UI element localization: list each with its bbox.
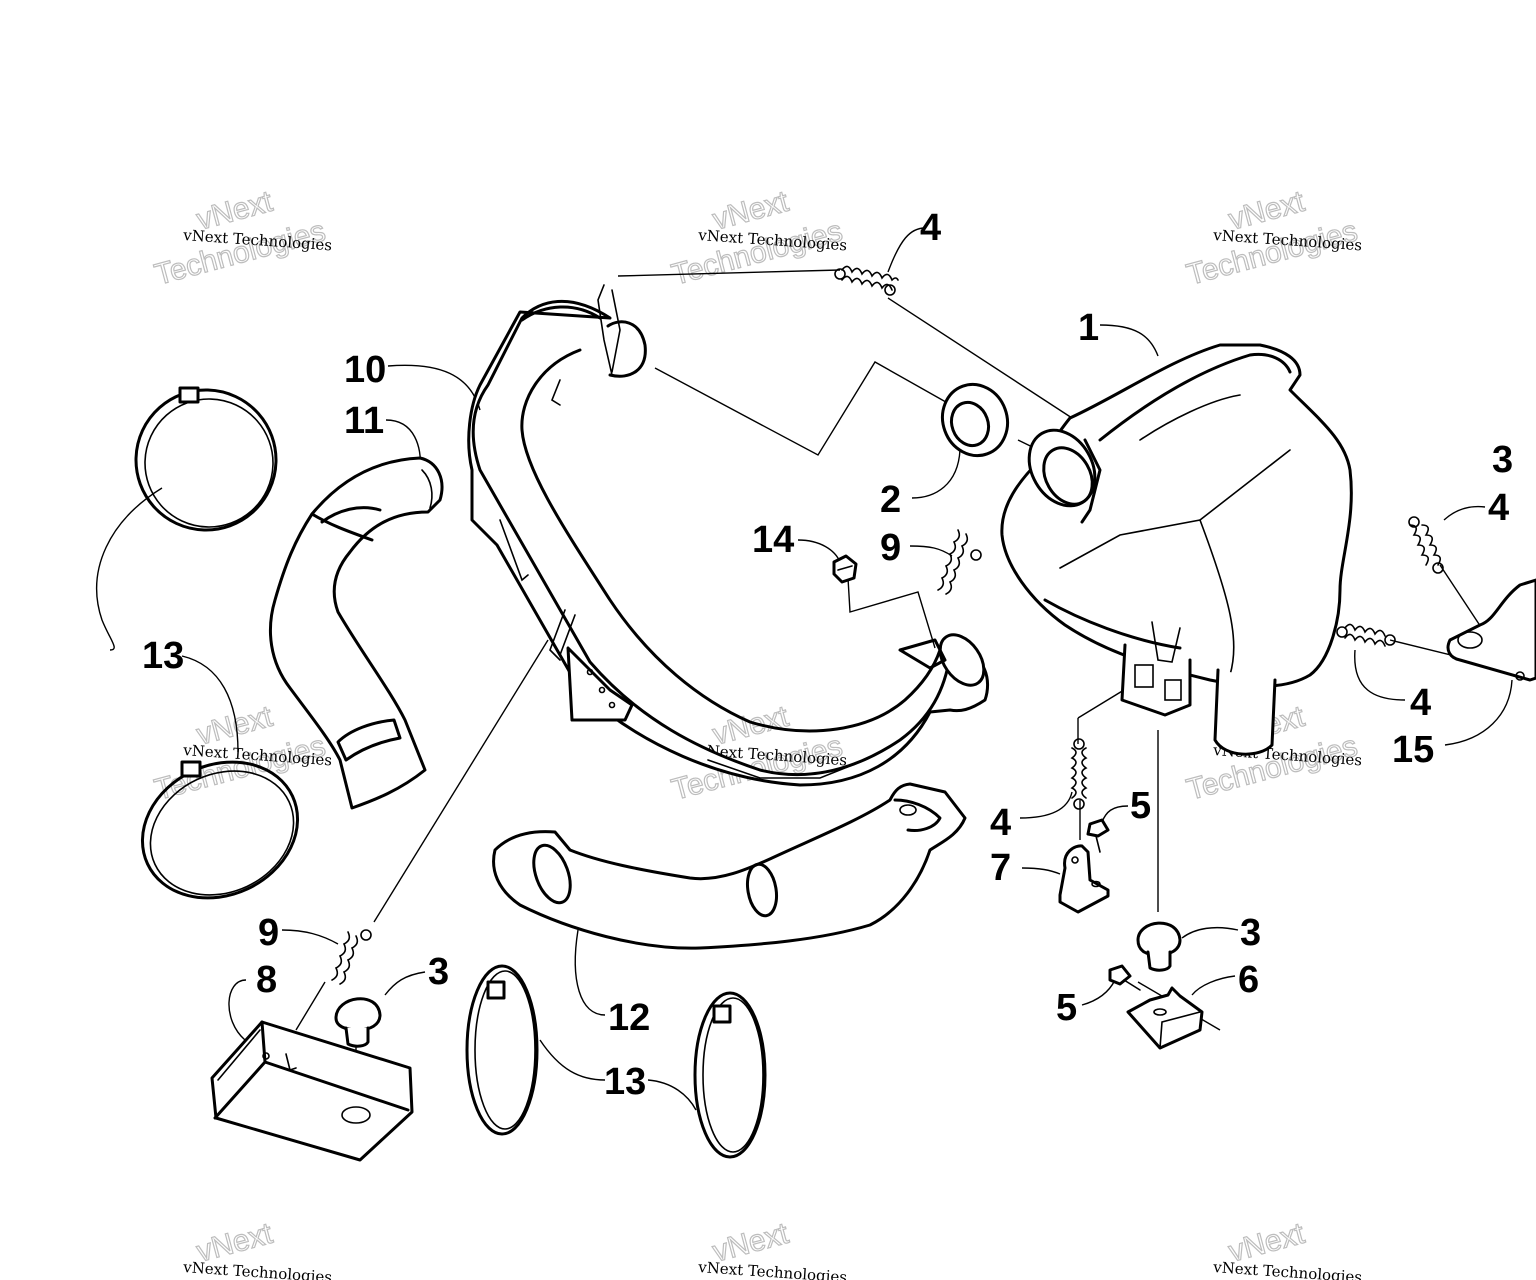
leader-line — [647, 1079, 697, 1111]
spring-top — [834, 265, 899, 296]
callout-13: 13 — [604, 1061, 646, 1103]
spring-right-upper — [1408, 516, 1444, 574]
leader-line — [1101, 805, 1129, 823]
leader-line — [1019, 791, 1073, 819]
springs — [331, 265, 1444, 985]
spring-lower-left — [331, 929, 372, 985]
leader-line — [387, 364, 481, 411]
bracket-8 — [210, 1020, 414, 1162]
leader-line — [1099, 324, 1159, 357]
callout-9: 9 — [258, 912, 279, 954]
grommet-3-right — [1136, 921, 1182, 972]
leader-line — [574, 929, 606, 1016]
clamp-lower-middle-a — [465, 964, 539, 1136]
leader-line — [181, 655, 239, 753]
grommet — [941, 382, 1009, 458]
grommet-3-left — [334, 997, 382, 1048]
leader-line — [228, 979, 247, 1041]
watermark-top-left: vNext Technologies vNext Technologies — [151, 184, 333, 292]
clamp-lower-middle-b — [693, 991, 767, 1159]
bracket-7 — [1058, 844, 1110, 914]
callout-1: 1 — [1078, 307, 1099, 349]
leader-line — [847, 577, 936, 649]
callout-5: 5 — [1130, 785, 1151, 827]
clamp-upper-left — [134, 386, 278, 532]
callout-3: 3 — [1492, 439, 1513, 481]
leader-line — [887, 227, 926, 273]
clamp-lower-left — [140, 760, 300, 900]
leader-line — [384, 971, 426, 996]
leader-line — [281, 929, 339, 945]
callout-6: 6 — [1238, 959, 1259, 1001]
leader-line — [96, 487, 163, 651]
exhaust-pipe — [467, 284, 990, 787]
callout-3: 3 — [428, 951, 449, 993]
callout-4: 4 — [1410, 682, 1431, 724]
watermark-text: vNext Technologies — [182, 1258, 333, 1280]
callout-4: 4 — [990, 802, 1011, 844]
callout-labels: 4 1 10 11 2 3 4 14 9 13 4 15 5 4 7 9 3 3… — [142, 207, 1513, 1103]
spring-muffler-bottom — [1070, 738, 1088, 810]
leader-line — [887, 297, 1073, 419]
leader-line — [1354, 649, 1406, 701]
heat-shield-bracket — [1446, 578, 1536, 682]
callout-2: 2 — [880, 479, 901, 521]
middle-pipe — [492, 782, 967, 950]
clamps — [134, 386, 767, 1159]
leader-line — [1443, 505, 1486, 521]
callout-8: 8 — [256, 959, 277, 1001]
leader-line — [797, 539, 841, 563]
leader-line — [1191, 975, 1236, 996]
leader-line — [1444, 679, 1513, 746]
callout-5: 5 — [1056, 987, 1077, 1029]
callout-11: 11 — [344, 400, 384, 442]
spring-right-lower — [1336, 623, 1396, 647]
watermark-top-center: vNext Technologies vNext Technologies — [668, 184, 848, 292]
watermark-bottom-right: vNext vNext Technologies — [1212, 1216, 1363, 1280]
leader-line — [911, 449, 961, 499]
callout-13: 13 — [142, 635, 184, 677]
callout-3: 3 — [1240, 912, 1261, 954]
bracket-6 — [1126, 986, 1204, 1050]
leader-line — [1021, 867, 1061, 875]
watermark-top-right: vNext Technologies vNext Technologies — [1183, 184, 1363, 292]
leader-line — [654, 361, 961, 456]
bolt-5-lower — [1108, 964, 1141, 991]
muffler — [1000, 343, 1353, 756]
callout-4: 4 — [1488, 487, 1509, 529]
outlet-tube — [268, 456, 444, 810]
leader-line — [1081, 979, 1116, 1006]
leader-line — [373, 639, 549, 923]
watermark-bottom-center: vNext vNext Technologies — [697, 1216, 848, 1280]
bolt-5-upper — [1086, 818, 1110, 853]
leader-line — [295, 981, 326, 1031]
callout-10: 10 — [344, 349, 386, 391]
watermark-bottom-left: vNext vNext Technologies — [182, 1216, 333, 1280]
callout-14: 14 — [752, 519, 794, 561]
watermark-text: vNext Technologies — [697, 1258, 848, 1280]
leader-line — [539, 1039, 606, 1081]
leader-line — [1181, 926, 1239, 939]
nut-14 — [832, 554, 858, 584]
leader-line — [909, 545, 953, 557]
fasteners — [832, 554, 1141, 991]
callout-9: 9 — [880, 527, 901, 569]
spring-upper-middle — [937, 529, 982, 595]
callout-4: 4 — [920, 207, 941, 249]
callout-7: 7 — [990, 847, 1011, 889]
callout-15: 15 — [1392, 729, 1434, 771]
callout-12: 12 — [608, 997, 650, 1039]
leader-line — [617, 269, 841, 277]
watermark-text: vNext Technologies — [1212, 1258, 1363, 1280]
